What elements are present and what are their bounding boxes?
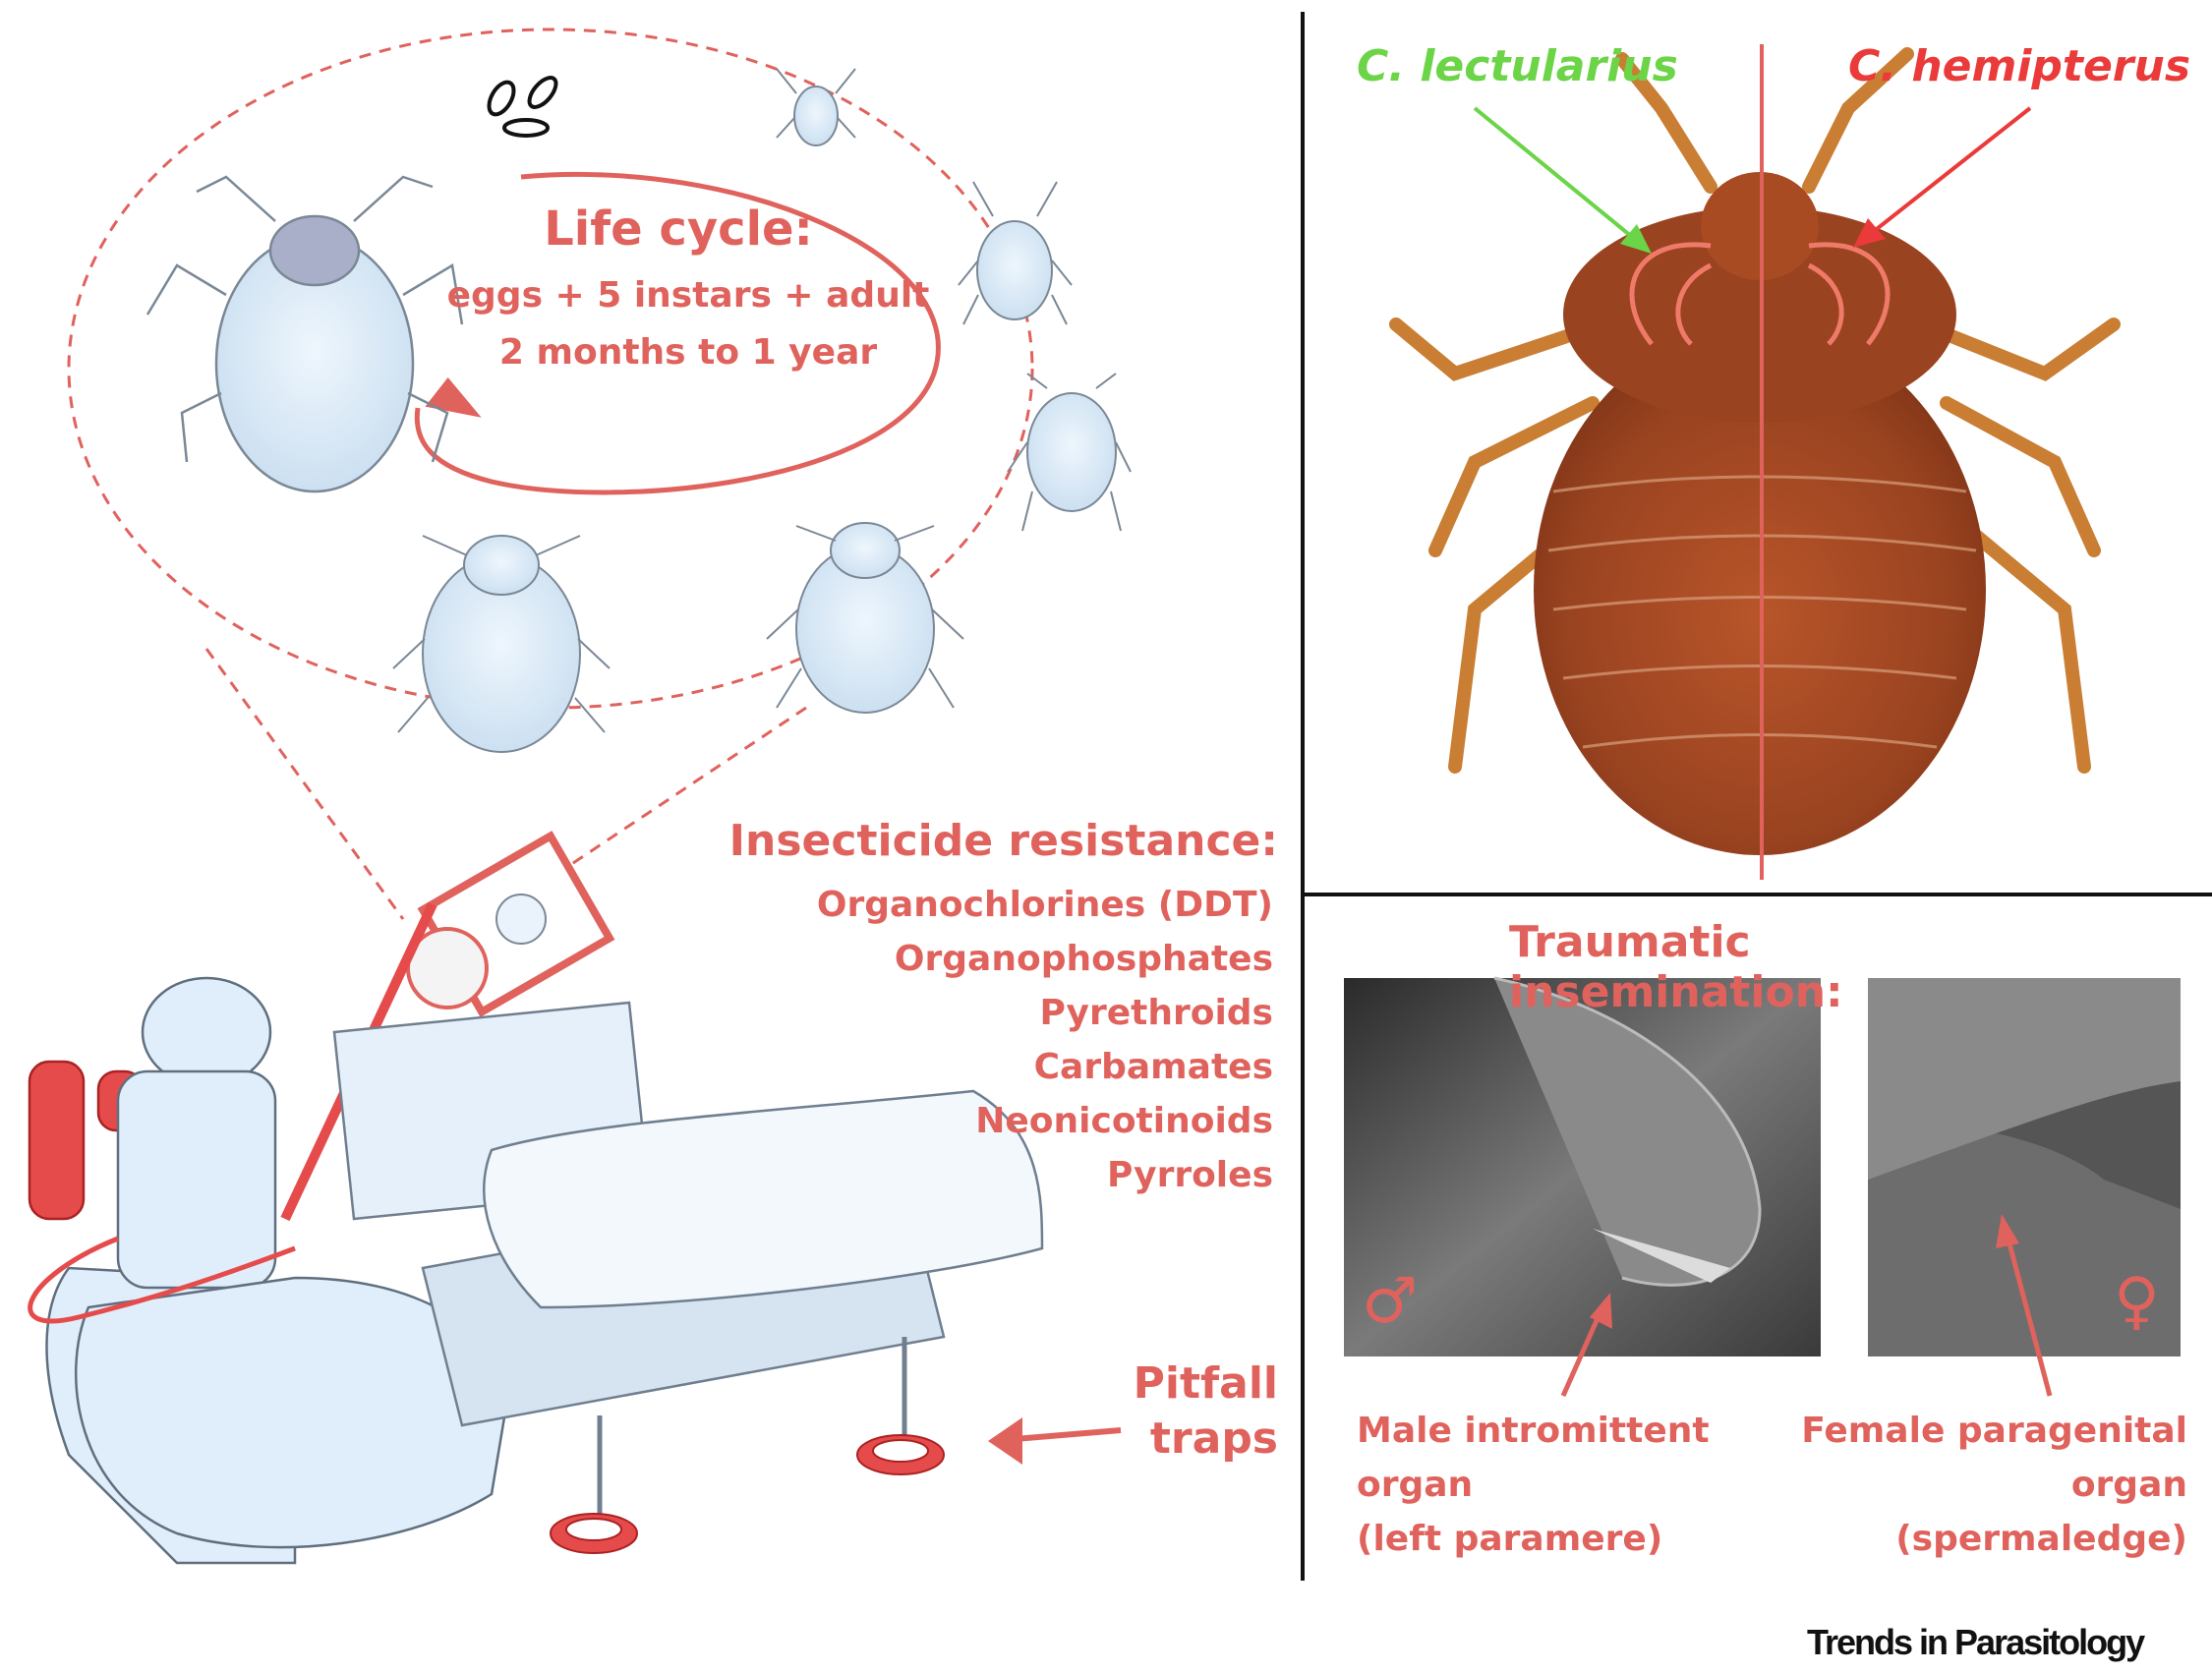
life-cycle-stages: eggs + 5 instars + adult bbox=[446, 275, 930, 316]
insecticide-item: Pyrroles bbox=[1107, 1155, 1273, 1195]
pitfall-traps-label: Pitfall traps bbox=[1101, 1356, 1278, 1467]
male-arrow bbox=[1560, 1305, 1605, 1398]
nymph-5 bbox=[392, 535, 611, 753]
female-arrow bbox=[2003, 1228, 2053, 1397]
male-symbol: ♂ bbox=[1362, 1265, 1418, 1338]
life-cycle-duration: 2 months to 1 year bbox=[498, 332, 878, 373]
nymph-2 bbox=[958, 181, 1073, 325]
insecticide-item: Organochlorines (DDT) bbox=[816, 885, 1273, 925]
nymph-1 bbox=[776, 68, 856, 146]
insecticide-list: Organochlorines (DDT) Organophosphates P… bbox=[688, 878, 1273, 1202]
hemipterus-arrow bbox=[1866, 106, 2032, 238]
nymph-3 bbox=[1007, 373, 1132, 532]
eggs bbox=[487, 76, 558, 138]
male-organ-label: Male intromittent organ (left paramere) bbox=[1357, 1404, 1770, 1566]
insecticide-item: Pyrethroids bbox=[1039, 993, 1273, 1033]
species-hemipterus-label: C. hemipterus bbox=[1848, 41, 2191, 91]
female-sem-image bbox=[1868, 978, 2181, 1356]
species-lectularius-label: C. lectularius bbox=[1357, 41, 1678, 91]
lectularius-arrow bbox=[1473, 106, 1639, 243]
sampling-box bbox=[406, 831, 615, 1017]
female-line3: (spermaledge) bbox=[1895, 1519, 2187, 1559]
pitfall-line2: traps bbox=[1149, 1413, 1278, 1464]
female-symbol: ♀ bbox=[2114, 1265, 2160, 1338]
female-line1: Female paragenital bbox=[1801, 1411, 2187, 1451]
bed-bug-photo bbox=[1389, 47, 2121, 855]
female-organ-label: Female paragenital organ (spermaledge) bbox=[1770, 1404, 2187, 1566]
traumatic-insemination-title: Traumatic insemination: bbox=[1509, 917, 1843, 1017]
adult-illustration bbox=[146, 175, 464, 493]
male-sem-image bbox=[1344, 976, 1821, 1356]
journal-logo: Trends in Parasitology bbox=[1807, 1622, 2145, 1662]
insecticide-item: Carbamates bbox=[1033, 1047, 1273, 1087]
male-line3: (left paramere) bbox=[1357, 1519, 1663, 1559]
pitfall-trap-1 bbox=[550, 1513, 638, 1554]
male-line1: Male intromittent bbox=[1357, 1411, 1710, 1451]
nymph-4 bbox=[766, 522, 964, 714]
pitfall-trap-2 bbox=[856, 1434, 945, 1475]
pitfall-line1: Pitfall bbox=[1133, 1358, 1278, 1409]
male-line2: organ bbox=[1357, 1465, 1474, 1505]
insecticide-title: Insecticide resistance: bbox=[728, 816, 1278, 866]
pest-control-technician bbox=[28, 901, 513, 1565]
insecticide-item: Organophosphates bbox=[894, 939, 1273, 979]
life-cycle-arrow bbox=[414, 171, 941, 495]
life-cycle-title: Life cycle: bbox=[544, 202, 813, 257]
bed-illustration bbox=[332, 1001, 1044, 1514]
insecticide-item: Neonicotinoids bbox=[975, 1101, 1273, 1141]
female-line2: organ bbox=[2070, 1465, 2187, 1505]
